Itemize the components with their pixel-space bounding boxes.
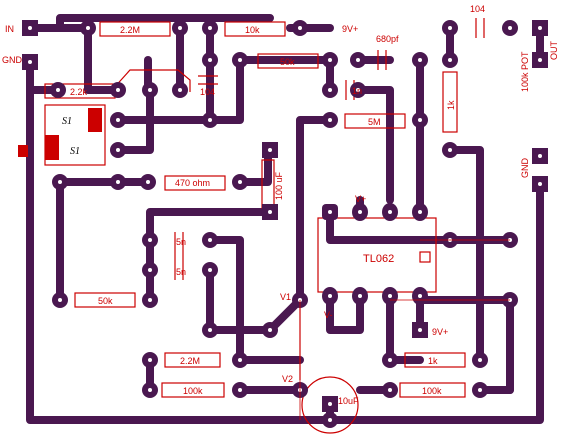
label-gnd-left: GND	[2, 55, 23, 65]
label-2m2-top: 2.2M	[120, 25, 140, 35]
label-1n: 1n	[352, 86, 362, 96]
label-ic-vplus: V+	[355, 194, 366, 204]
label-100u: 100 uF	[274, 171, 284, 200]
pad-holes	[28, 26, 542, 422]
label-ic-v1-left: V1	[280, 292, 291, 302]
label-680p: 680pf	[376, 34, 399, 44]
label-5n-b: 5n	[176, 267, 186, 277]
label-s1-bottom: S1	[70, 146, 80, 157]
label-ic-v2: V2	[282, 374, 293, 384]
label-104-mid: 104	[200, 87, 215, 97]
jumper-lines	[299, 239, 510, 420]
label-470: 470 ohm	[175, 178, 210, 188]
pot-label-group: 100k POT	[520, 51, 530, 92]
label-10k: 10k	[245, 25, 260, 35]
label-ic-name: TL062	[363, 253, 394, 265]
label-9v-top: 9V+	[342, 24, 358, 34]
silkscreen	[44, 18, 485, 434]
label-9v-mid: 9V+	[432, 327, 448, 337]
label-ic-vminus: V-	[324, 310, 333, 320]
labels: IN GND 9V+ 9V+ OUT GND 100k POT 2.2M 10k…	[2, 4, 559, 406]
label-2m2-bottom: 2.2M	[180, 356, 200, 366]
square-pads	[22, 20, 548, 412]
label-in: IN	[5, 24, 14, 34]
label-50k-top: 50k	[280, 57, 295, 67]
label-gnd-right: GND	[520, 158, 530, 179]
switch-block	[18, 104, 106, 166]
label-out: OUT	[549, 41, 559, 61]
label-5n-a: 5n	[176, 237, 186, 247]
label-10uf: 10uF	[338, 396, 359, 406]
label-50k-bottom: 50k	[98, 296, 113, 306]
label-100k-pot: 100k POT	[520, 51, 530, 92]
label-100k-left: 100k	[183, 386, 203, 396]
label-104-top: 104	[470, 4, 485, 14]
label-1k-right: 1k	[446, 100, 456, 110]
label-5m: 5M	[368, 117, 381, 127]
label-s1-top: S1	[62, 116, 72, 127]
copper-traces	[26, 14, 544, 424]
label-100k-right: 100k	[422, 386, 442, 396]
label-2k2: 2.2k	[70, 87, 88, 97]
label-1k-bottom: 1k	[428, 356, 438, 366]
